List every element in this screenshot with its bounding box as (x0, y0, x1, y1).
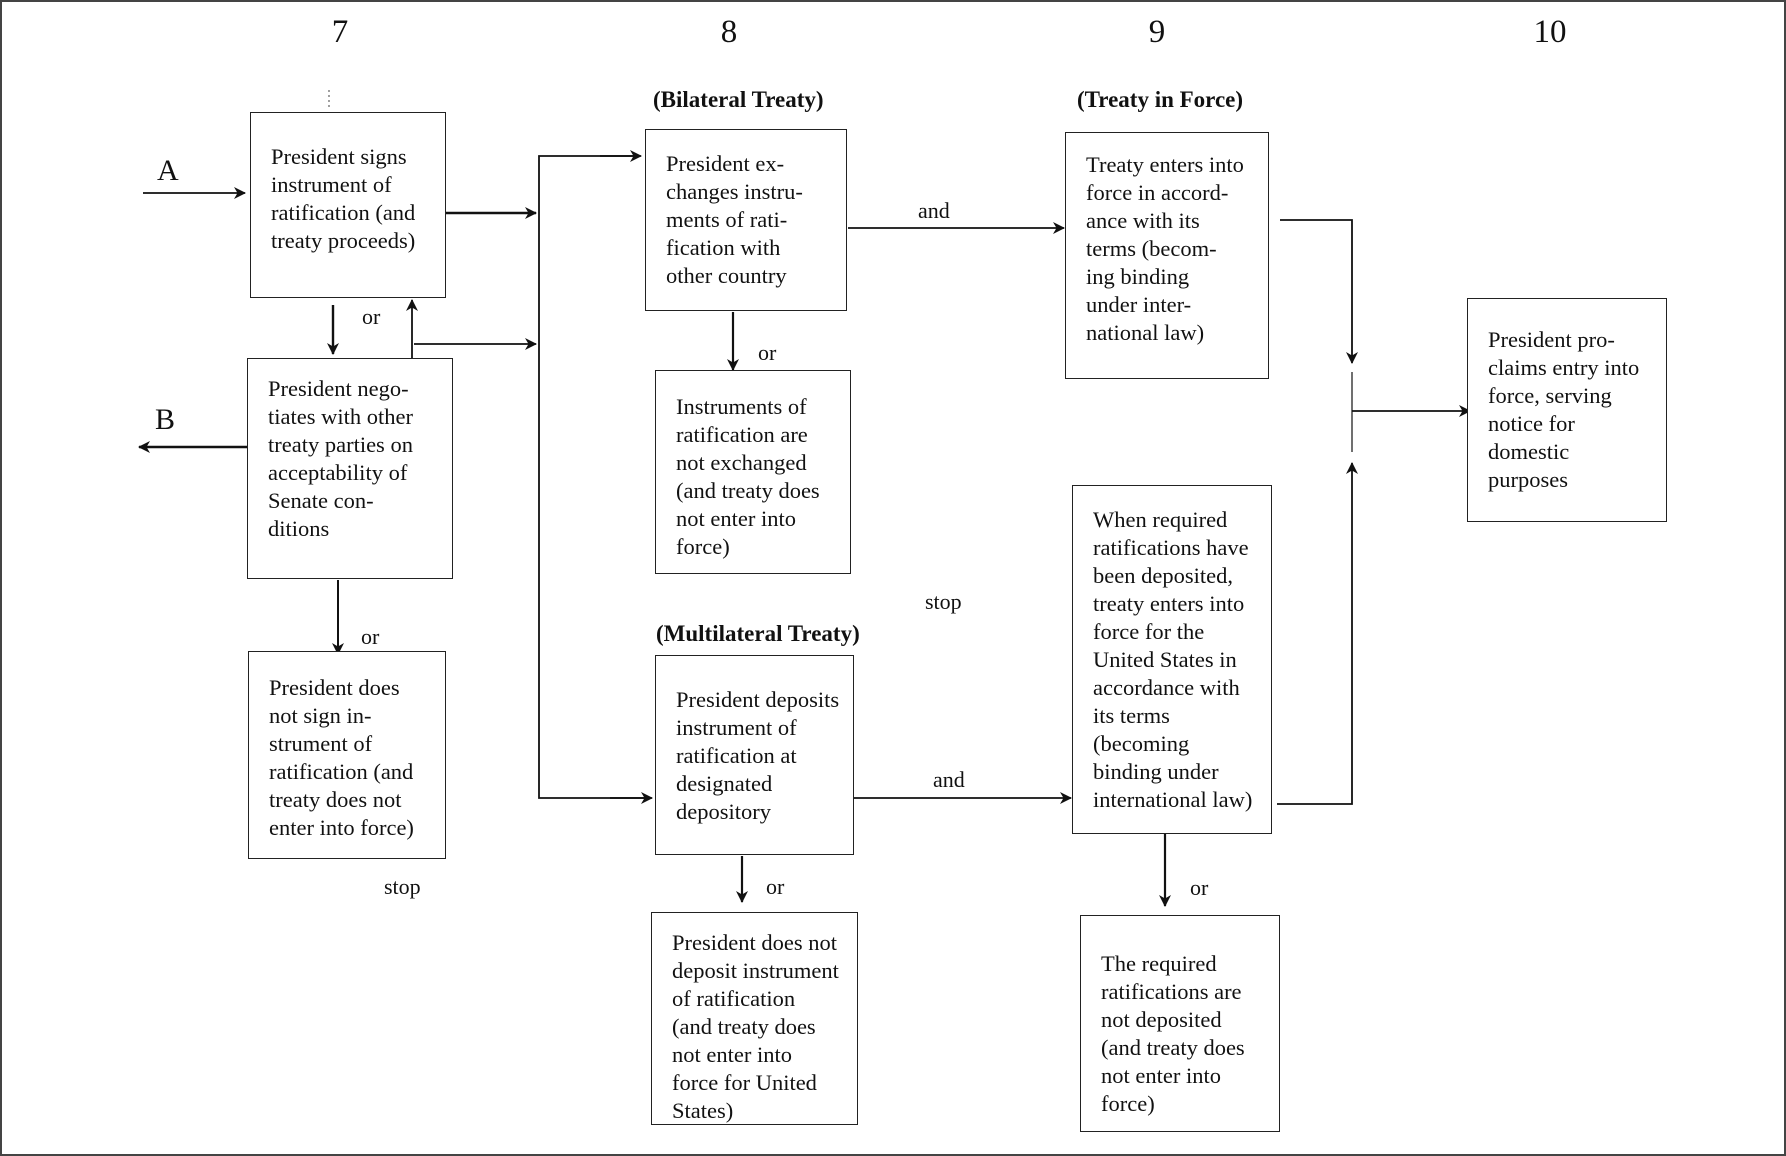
box-treaty-enters-force-text: Treaty enters into force in accord- ance… (1086, 152, 1244, 345)
column-number-8: 8 (720, 14, 738, 50)
box-president-signs: President signs instrument of ratificati… (250, 112, 446, 298)
label-or-when-required: or (1190, 875, 1209, 900)
box-president-does-not-deposit-text: President does not deposit instrument of… (672, 930, 839, 1123)
column-number-7: 7 (331, 14, 349, 50)
box-president-negotiates: President nego- tiates with other treaty… (247, 358, 453, 579)
box-president-proclaims: President pro- claims entry into force, … (1467, 298, 1667, 522)
box-president-exchanges: President ex- changes instru- ments of r… (645, 129, 847, 311)
column-number-9: 9 (1148, 14, 1166, 50)
label-and-bilateral: and (918, 198, 950, 223)
box-president-negotiates-text: President nego- tiates with other treaty… (268, 376, 413, 541)
box-president-does-not-deposit: President does not deposit instrument of… (651, 912, 858, 1125)
box-president-proclaims-text: President pro- claims entry into force, … (1488, 327, 1640, 492)
box-required-ratifications-not-deposited-text: The required ratifications are not depos… (1101, 951, 1245, 1116)
header-multilateral-treaty: (Multilateral Treaty) (656, 621, 860, 646)
label-stop-col8: stop (925, 589, 962, 614)
box-president-does-not-sign-text: President does not sign in- strument of … (269, 675, 414, 840)
header-treaty-in-force: (Treaty in Force) (1077, 87, 1244, 112)
box-president-does-not-sign: President does not sign in- strument of … (248, 651, 446, 859)
box-president-deposits-text: President deposits instrument of ratific… (676, 687, 840, 824)
box-when-required-ratifications: When required ratifications have been de… (1072, 485, 1272, 834)
label-or-negotiates: or (361, 624, 380, 649)
box-instruments-not-exchanged: Instruments of ratification are not exch… (655, 370, 851, 574)
label-or-signs: or (362, 304, 381, 329)
entry-point-b: B (155, 403, 176, 436)
header-bilateral-treaty: (Bilateral Treaty) (653, 87, 824, 112)
branch-bilateral-multilateral (538, 155, 647, 799)
box-president-exchanges-text: President ex- changes instru- ments of r… (666, 151, 803, 288)
column-number-10: 10 (1533, 14, 1567, 50)
arrow-when-required-to-merge (1277, 462, 1358, 805)
label-or-deposits: or (766, 874, 785, 899)
label-and-multilateral: and (933, 767, 965, 792)
box-instruments-not-exchanged-text: Instruments of ratification are not exch… (676, 394, 820, 559)
label-stop-col7: stop (384, 874, 421, 899)
box-when-required-ratifications-text: When required ratifications have been de… (1093, 507, 1253, 812)
box-president-deposits: President deposits instrument of ratific… (655, 655, 854, 855)
box-treaty-enters-force: Treaty enters into force in accord- ance… (1065, 132, 1269, 379)
box-president-signs-text: President signs instrument of ratificati… (271, 144, 416, 253)
entry-point-a: A (157, 154, 179, 187)
label-or-exchanges: or (758, 340, 777, 365)
arrow-enters-force-to-merge (1280, 219, 1358, 364)
box-required-ratifications-not-deposited: The required ratifications are not depos… (1080, 915, 1280, 1132)
